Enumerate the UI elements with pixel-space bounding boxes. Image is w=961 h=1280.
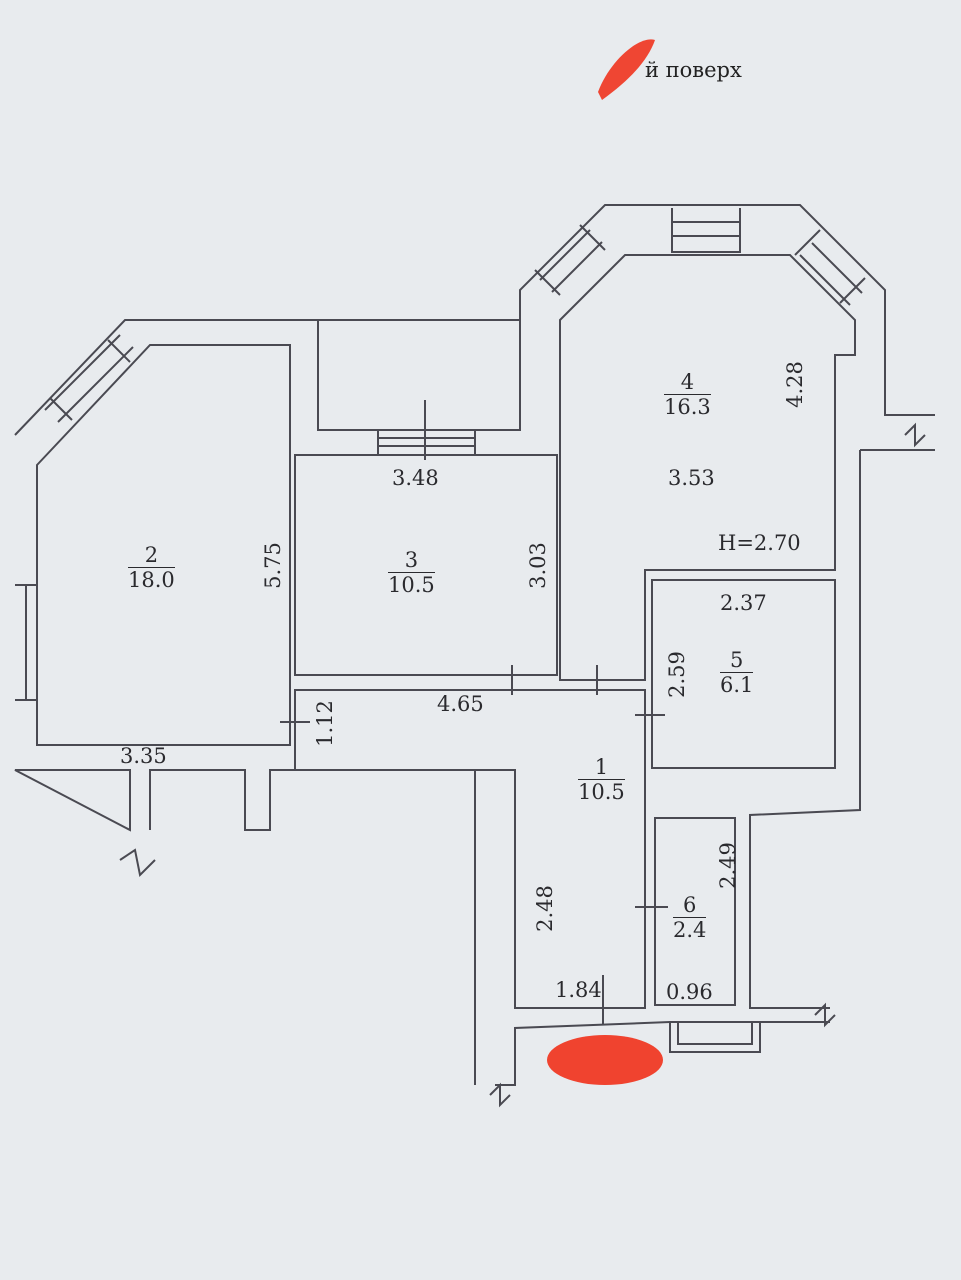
redaction-bottom (547, 1035, 663, 1085)
dim-hall-height: 2.48 (532, 885, 557, 932)
window-diag-right1 (534, 224, 606, 296)
dim-r4-width: 3.53 (668, 466, 715, 490)
window-diag-right2 (794, 229, 866, 306)
dim-r6-height: 2.49 (715, 842, 740, 889)
room-4-outline (559, 254, 856, 681)
room-1-outline (294, 689, 646, 1009)
dim-r6-width: 0.96 (666, 980, 713, 1004)
ceiling-height: H=2.70 (718, 531, 801, 555)
dim-corridor-small: 1.12 (312, 700, 337, 747)
dim-r5-height: 2.59 (664, 651, 689, 698)
dim-r3-height: 3.03 (525, 542, 550, 589)
window-diag-left (44, 334, 134, 423)
room-5-outline (651, 579, 836, 769)
outer-wall (14, 204, 935, 1086)
dim-corridor-length: 4.65 (437, 692, 484, 716)
window-top (671, 208, 741, 253)
redaction-top (598, 39, 655, 100)
dim-ticks (280, 400, 668, 1025)
floor-label: й поверх (645, 58, 742, 82)
room-6-outline (654, 817, 736, 1006)
dim-r3-width: 3.48 (392, 466, 439, 490)
break-marks (119, 422, 926, 1108)
balcony-outline (317, 319, 521, 431)
dim-r4-height: 4.28 (782, 361, 807, 408)
balcony-door (669, 1022, 761, 1053)
window-balcony (377, 430, 476, 456)
dim-r2-height: 5.75 (260, 542, 285, 589)
dim-hall-width: 1.84 (555, 978, 602, 1002)
dim-r5-width: 2.37 (720, 591, 767, 615)
dim-r2-width: 3.35 (120, 744, 167, 768)
window-left (15, 584, 38, 701)
